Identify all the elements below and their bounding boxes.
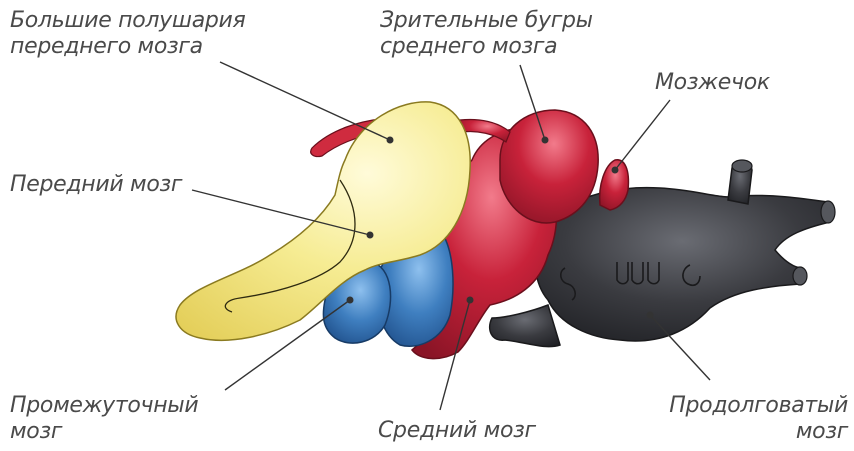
- label-midbrain: Средний мозг: [378, 418, 536, 444]
- label-optic-lobes: Зрительные бугры среднего мозга: [380, 8, 593, 60]
- leader-dot-optic-lobes: [542, 137, 549, 144]
- label-cerebral-hemispheres-line2: переднего мозга: [10, 34, 245, 60]
- leader-dot-cerebellum: [612, 167, 619, 174]
- leader-line-cerebellum: [615, 100, 670, 170]
- label-medulla-line2: мозг: [669, 419, 848, 445]
- leader-dot-cerebral-hemispheres: [387, 137, 394, 144]
- label-cerebral-hemispheres: Большие полушария переднего мозга: [10, 8, 245, 60]
- leader-line-cerebral-hemispheres: [220, 62, 390, 140]
- label-optic-lobes-line1: Зрительные бугры: [380, 8, 593, 34]
- leader-dot-forebrain: [367, 232, 374, 239]
- label-optic-lobes-line2: среднего мозга: [380, 34, 593, 60]
- label-medulla: Продолговатый мозг: [669, 393, 848, 445]
- leader-dot-medulla: [647, 312, 654, 319]
- label-cerebral-hemispheres-line1: Большие полушария: [10, 8, 245, 34]
- label-cerebellum-text: Мозжечок: [655, 70, 770, 96]
- label-diencephalon-line2: мозг: [10, 419, 198, 445]
- label-diencephalon: Промежуточный мозг: [10, 393, 198, 445]
- leader-dot-diencephalon: [347, 297, 354, 304]
- label-cerebellum: Мозжечок: [655, 70, 770, 96]
- label-diencephalon-line1: Промежуточный: [10, 393, 198, 419]
- leader-dot-midbrain: [467, 297, 474, 304]
- label-forebrain: Передний мозг: [10, 172, 182, 198]
- label-midbrain-text: Средний мозг: [378, 418, 536, 444]
- label-forebrain-text: Передний мозг: [10, 172, 182, 198]
- label-medulla-line1: Продолговатый: [669, 393, 848, 419]
